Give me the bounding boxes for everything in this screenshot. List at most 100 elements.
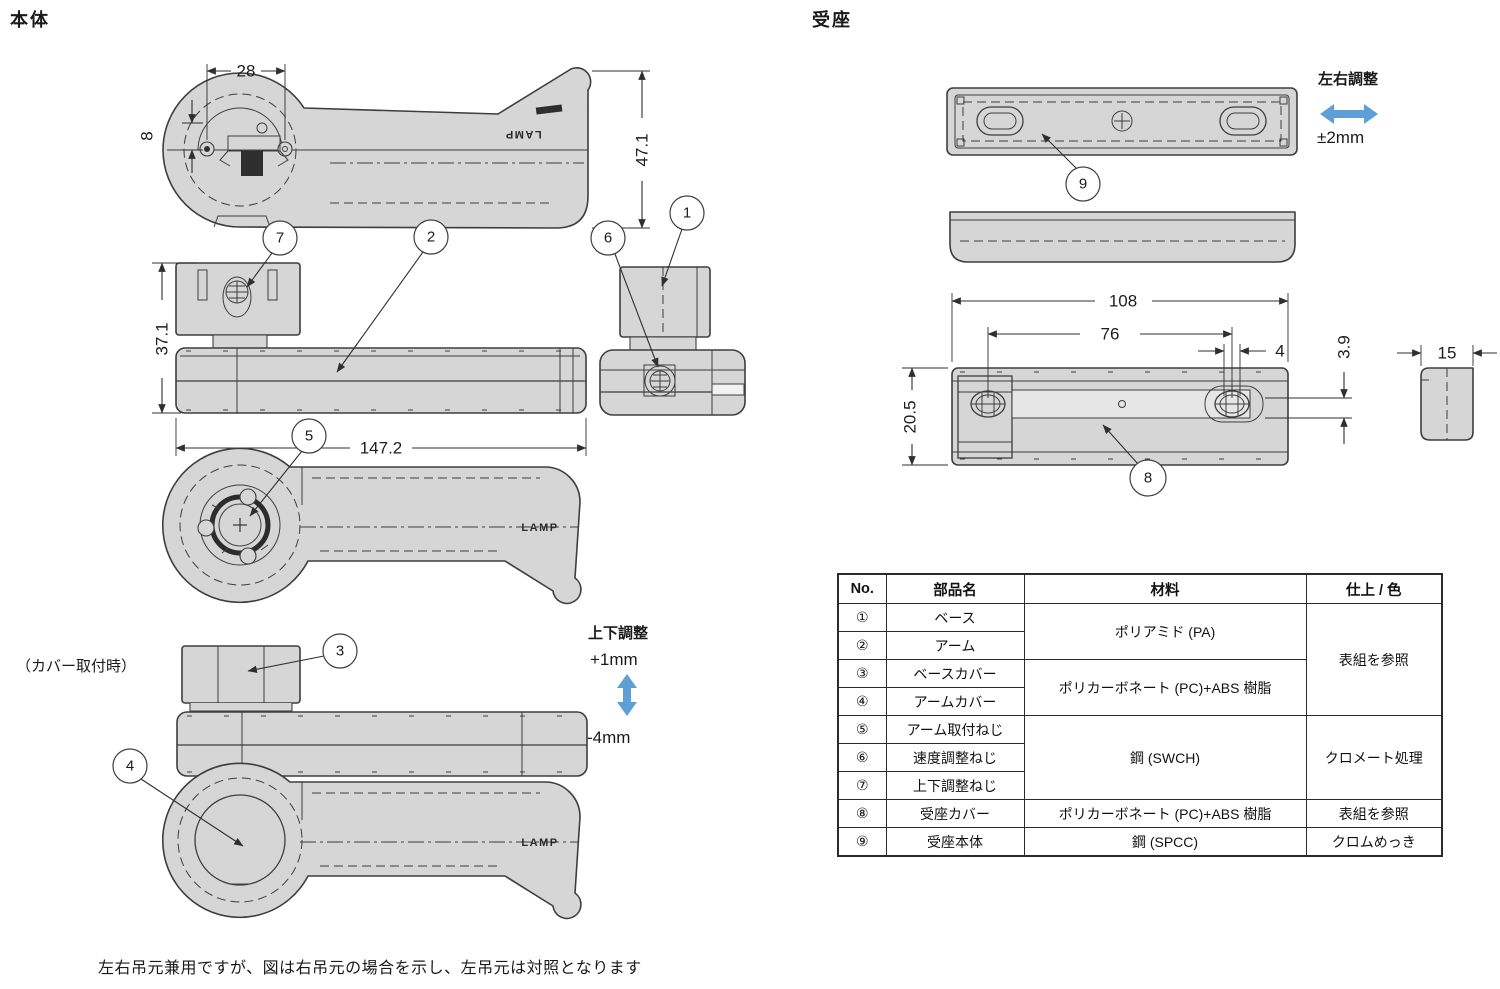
part-name: 受座カバー	[885, 799, 1025, 828]
part-no: ⑨	[837, 827, 887, 857]
svg-text:8: 8	[1144, 470, 1152, 487]
part-no: ⑦	[837, 771, 887, 800]
table-row: ⑨ 受座本体 鋼 (SPCC) クロムめっき	[837, 827, 1443, 857]
svg-text:3.9: 3.9	[1335, 335, 1354, 359]
dim-body-height-47-1: 47.1	[592, 70, 652, 229]
part-name: 速度調整ねじ	[885, 743, 1025, 772]
dim-lip-depth-3-9: 3.9	[1265, 335, 1354, 444]
svg-text:20.5: 20.5	[901, 400, 920, 433]
table-row: ⑥ 速度調整ねじ	[837, 743, 1442, 772]
vertical-adjust-minus-value: -4mm	[587, 728, 631, 747]
callout-2: 2	[336, 219, 449, 373]
col-header-no: No.	[837, 573, 887, 604]
handing-note: 左右吊元兼用ですが、図は右吊元の場合を示し、左吊元は対照となります	[98, 960, 642, 977]
table-row: ⑤ アーム取付ねじ 鋼 (SWCH) クロメート処理	[837, 715, 1443, 800]
dim-slot-pitch-76: 76	[987, 325, 1233, 398]
brand-logo-cover: LAMP	[521, 837, 558, 849]
vertical-adjust-arrow-icon	[617, 674, 637, 716]
dim-side-height-37-1: 37.1	[152, 262, 197, 414]
svg-text:47.1: 47.1	[633, 133, 652, 166]
svg-text:5: 5	[305, 428, 313, 445]
main-side-view: 37.1 147.2 7 2 6 1	[152, 195, 746, 458]
brand-logo: LAMP	[521, 522, 558, 534]
table-row: ③ ベースカバー ポリカーボネート (PC)+ABS 樹脂	[837, 659, 1442, 716]
vertical-adjust-plus-value: +1mm	[590, 650, 638, 669]
fin-mark	[535, 104, 563, 115]
svg-text:7: 7	[276, 230, 284, 247]
catch-side-profile	[949, 211, 1296, 263]
catch-end-view: 15	[1397, 344, 1497, 441]
svg-text:76: 76	[1101, 325, 1120, 344]
callout-6: 6	[590, 220, 659, 368]
part-no: ⑧	[837, 799, 887, 828]
part-material: 鋼 (SWCH)	[1023, 715, 1307, 800]
main-bottom-view: LAMP 5	[162, 418, 582, 605]
part-material: ポリカーボネート (PC)+ABS 樹脂	[1023, 799, 1307, 828]
part-no: ③	[837, 659, 887, 688]
svg-text:6: 6	[604, 230, 612, 247]
slot-right	[1219, 106, 1267, 136]
part-material: 鋼 (SPCC)	[1023, 827, 1307, 857]
part-finish: 表組を参照	[1305, 603, 1443, 716]
horizontal-adjust-label: 左右調整	[1318, 71, 1379, 88]
table-row: ⑧ 受座カバー ポリカーボネート (PC)+ABS 樹脂 表組を参照	[837, 799, 1443, 828]
main-cover-view: LAMP 3 4	[112, 633, 588, 920]
cover-attached-note: （カバー取付時）	[16, 658, 137, 675]
center-screw	[1111, 110, 1133, 132]
part-name: 受座本体	[885, 827, 1025, 857]
col-header-material: 材料	[1023, 573, 1307, 604]
part-no: ⑥	[837, 743, 887, 772]
svg-text:9: 9	[1079, 176, 1087, 193]
catch-top-view: 9	[946, 87, 1298, 202]
table-row: ④ アームカバー	[837, 687, 1442, 716]
col-header-finish: 仕上 / 色	[1305, 573, 1443, 604]
svg-text:1: 1	[683, 205, 691, 222]
part-name: アームカバー	[885, 687, 1025, 716]
dim-hole-offset-8: 8	[138, 100, 203, 173]
callout-8: 8	[1102, 424, 1167, 497]
vertical-adjust-label: 上下調整	[588, 625, 649, 642]
svg-text:4: 4	[126, 758, 134, 775]
brand-logo-inverted: LAMP	[504, 128, 541, 140]
svg-text:4: 4	[1275, 342, 1284, 361]
cover-hub-circle	[194, 794, 286, 886]
callout-4: 4	[112, 748, 244, 847]
part-name: アーム取付ねじ	[885, 715, 1025, 744]
svg-text:147.2: 147.2	[360, 439, 403, 458]
part-finish: クロメート処理	[1305, 715, 1443, 800]
parts-table: No. 部品名 材料 仕上 / 色 ① ベース ポリアミド (PA) 表組を参照…	[837, 573, 1443, 857]
slot-left	[976, 106, 1024, 136]
svg-text:28: 28	[237, 62, 256, 81]
horizontal-adjust-range-value: ±2mm	[1317, 128, 1365, 147]
dim-catch-height-20-5: 20.5	[901, 367, 948, 466]
mount-hole-left	[199, 141, 215, 157]
dim-slot-play-4: 4	[1198, 342, 1285, 396]
svg-text:2: 2	[427, 229, 435, 246]
main-top-view: LAMP 28 8 47.1	[138, 62, 652, 229]
catch-dimension-view: 108 76 4 3.9 20.5 8	[901, 292, 1354, 497]
speed-adjust-screw	[643, 364, 676, 397]
part-finish: クロムめっき	[1305, 827, 1443, 857]
dim-hole-pitch-28: 28	[206, 62, 286, 140]
part-name: アーム	[885, 631, 1025, 660]
section-title-catch: 受座	[812, 10, 852, 30]
section-title-main-body: 本体	[10, 10, 50, 30]
part-material: ポリアミド (PA)	[1023, 603, 1307, 660]
arm-mount-hub	[197, 484, 281, 566]
svg-text:15: 15	[1438, 344, 1457, 363]
part-name: ベース	[885, 603, 1025, 632]
table-row: ① ベース ポリアミド (PA) 表組を参照	[837, 603, 1443, 716]
part-no: ⑤	[837, 715, 887, 744]
svg-text:108: 108	[1109, 292, 1137, 311]
part-no: ②	[837, 631, 887, 660]
callout-9: 9	[1041, 133, 1101, 202]
parts-table-header-row: No. 部品名 材料 仕上 / 色	[837, 573, 1443, 604]
svg-text:37.1: 37.1	[153, 322, 172, 355]
part-no: ①	[837, 603, 887, 632]
dim-side-depth-15: 15	[1397, 344, 1497, 366]
horizontal-adjust-arrow-icon	[1320, 104, 1378, 124]
callout-5: 5	[249, 418, 327, 517]
dim-catch-width-108: 108	[951, 292, 1289, 362]
